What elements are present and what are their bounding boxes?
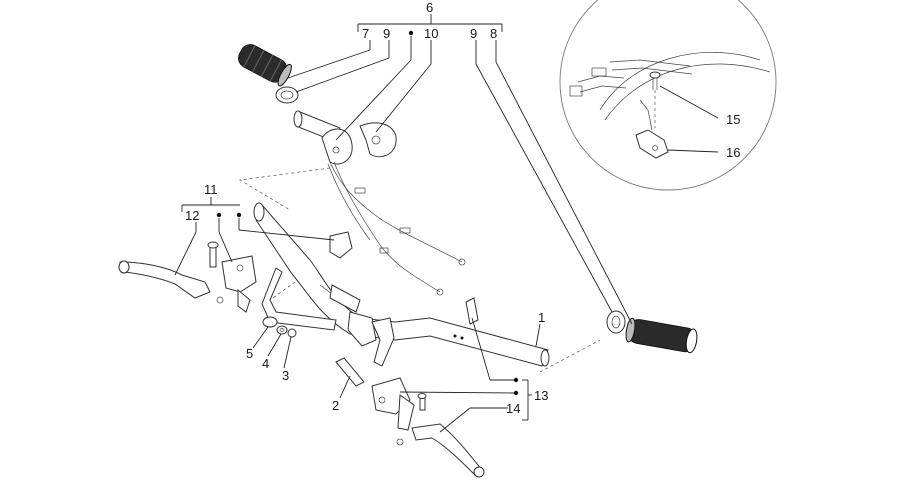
label-group-11 <box>174 197 335 276</box>
screw-part-15 <box>649 71 661 90</box>
label-15: 15 <box>726 112 740 127</box>
label-7: 7 <box>362 26 369 41</box>
detail-inset <box>559 0 777 191</box>
label-13: 13 <box>534 388 548 403</box>
label-group-13 <box>399 317 532 433</box>
label-leaders-1-5 <box>252 323 541 399</box>
label-8: 8 <box>490 26 497 41</box>
throttle-cables <box>327 161 466 296</box>
clip-part-16 <box>635 129 669 159</box>
right-brake-lever-part-14 <box>411 423 485 478</box>
label-11: 11 <box>204 182 218 197</box>
label-9-left: 9 <box>383 26 390 41</box>
label-5: 5 <box>246 346 253 361</box>
left-master-cylinder <box>207 241 257 313</box>
grip-ring-part-9 <box>275 86 299 104</box>
right-grip-part-8 <box>625 317 698 354</box>
grip-ring-part-9-right <box>606 310 626 334</box>
left-grip-part-7 <box>238 44 292 87</box>
bracket-tube <box>261 267 337 331</box>
left-brake-lever-part-12 <box>118 260 211 299</box>
label-16: 16 <box>726 145 740 160</box>
label-4: 4 <box>262 356 269 371</box>
label-3: 3 <box>282 368 289 383</box>
washer-part-5 <box>262 316 278 328</box>
right-master-cylinder-part-13 <box>371 297 479 446</box>
label-12: 12 <box>185 208 199 223</box>
handlebar-part-1 <box>253 202 550 367</box>
label-2: 2 <box>332 398 339 413</box>
label-14: 14 <box>506 401 520 416</box>
label-1: 1 <box>538 310 545 325</box>
nut-part-3 <box>287 328 297 338</box>
washer-part-4 <box>276 325 288 335</box>
label-6: 6 <box>426 0 433 15</box>
throttle-housing-part-10 <box>321 122 397 165</box>
bolt-part-2 <box>335 357 365 387</box>
label-9-right: 9 <box>470 26 477 41</box>
label-group-6 <box>287 14 633 325</box>
label-10: 10 <box>424 26 438 41</box>
cable-clamp <box>329 231 353 259</box>
